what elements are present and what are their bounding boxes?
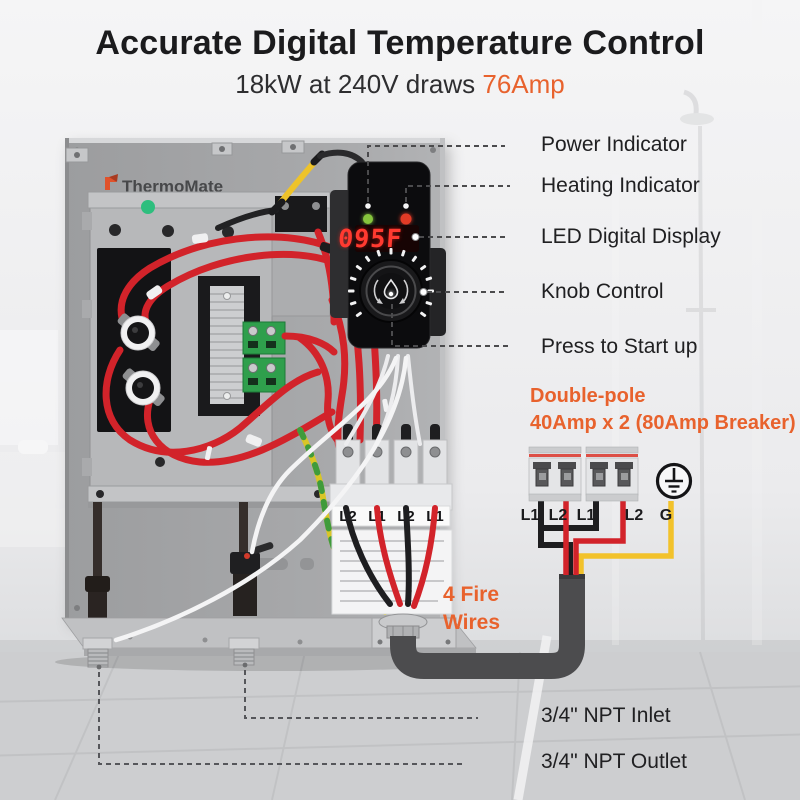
heating-callout-line <box>405 185 510 202</box>
breaker-label-l2b: L2 <box>625 507 644 524</box>
red-supply-wire-2 <box>573 501 626 575</box>
subtitle-prefix: 18kW at 240V draws <box>235 69 483 99</box>
display-value: 095F <box>337 224 403 253</box>
breaker-terminal-labels: L1 L2 L1 L2 G <box>521 507 673 524</box>
brand-logo: ThermoMate <box>105 174 223 196</box>
breaker-label-l2a: L2 <box>549 507 568 524</box>
heating-indicator-dot <box>403 203 409 209</box>
supply-wires <box>538 501 674 575</box>
green-dot-sticker <box>141 200 155 214</box>
cable-clamps <box>65 140 305 163</box>
white-cables <box>113 354 422 643</box>
brand-text: ThermoMate <box>122 177 223 196</box>
subtitle-amp-highlight: 76Amp <box>482 69 565 99</box>
fire-wires-line1: 4 Fire <box>443 583 500 606</box>
floor-tiles <box>0 651 800 800</box>
water-heater-unit: ThermoMate <box>55 138 485 671</box>
led-display: 095F 095F <box>337 224 419 253</box>
page-title: Accurate Digital Temperature Control <box>95 24 705 62</box>
black-supply-wire-2 <box>541 501 599 531</box>
callout-power-indicator: Power Indicator <box>541 133 687 156</box>
callout-led-display: LED Digital Display <box>541 225 721 248</box>
breaker-label-l1a: L1 <box>521 507 540 524</box>
breaker-diagram: L1 L2 L1 L2 G <box>521 446 693 575</box>
outlet-fitting <box>82 637 113 668</box>
top-wires <box>215 149 365 231</box>
power-indicator-dot <box>365 203 371 209</box>
shower-silhouette <box>612 0 762 645</box>
callout-lines <box>98 145 510 765</box>
callout-heating-indicator: Heating Indicator <box>541 174 700 197</box>
inlet-callout-line <box>244 670 478 719</box>
black-supply-wire-1 <box>538 501 573 575</box>
chassis-screws <box>96 224 322 498</box>
flame-icon <box>383 278 399 300</box>
mounting-tray <box>55 617 485 671</box>
thermostats <box>117 313 165 407</box>
terminal-drop-wires <box>343 505 438 609</box>
npt-inlet-label: 3/4" NPT Inlet <box>541 704 671 727</box>
inlet-fitting <box>228 637 260 666</box>
callout-press-start: Press to Start up <box>541 335 698 358</box>
control-panel: 095F 095F <box>330 161 446 349</box>
green-terminal-blocks <box>242 321 286 393</box>
blurred-furniture <box>0 330 66 547</box>
outlet-pipe <box>85 502 110 626</box>
npt-outlet-label: 3/4" NPT Outlet <box>541 750 687 773</box>
ground-symbol-icon <box>655 462 693 500</box>
heating-led <box>400 213 412 225</box>
breaker-label-l1b: L1 <box>577 507 596 524</box>
breaker-heading-line2: 40Amp x 2 (80Amp Breaker) <box>530 412 796 434</box>
conduit <box>390 578 585 679</box>
tower-sleeves <box>343 424 440 444</box>
page-subtitle: 18kW at 240V draws 76Amp <box>0 69 800 100</box>
breaker-label-g: G <box>660 507 672 524</box>
power-callout-line <box>367 145 505 202</box>
conduit-end <box>559 574 585 579</box>
control-knob <box>359 259 423 323</box>
outlet-callout-line <box>98 672 462 765</box>
callout-endpoint-dots <box>96 233 428 670</box>
fire-wires-line2: Wires <box>443 611 501 634</box>
display-glow: 095F <box>337 224 403 253</box>
pipes <box>85 502 274 626</box>
fire-wires-label: 4 Fire Wires <box>443 581 500 637</box>
breaker-1 <box>528 446 582 502</box>
breaker-heading: Double-pole 40Amp x 2 (80Amp Breaker) <box>530 383 796 437</box>
callout-knob-control: Knob Control <box>541 280 664 303</box>
start-callout-line <box>391 304 508 347</box>
power-led <box>363 214 373 224</box>
ground-supply-wire <box>578 501 674 574</box>
breaker-2 <box>585 446 639 502</box>
breaker-heading-line1: Double-pole <box>530 385 646 407</box>
